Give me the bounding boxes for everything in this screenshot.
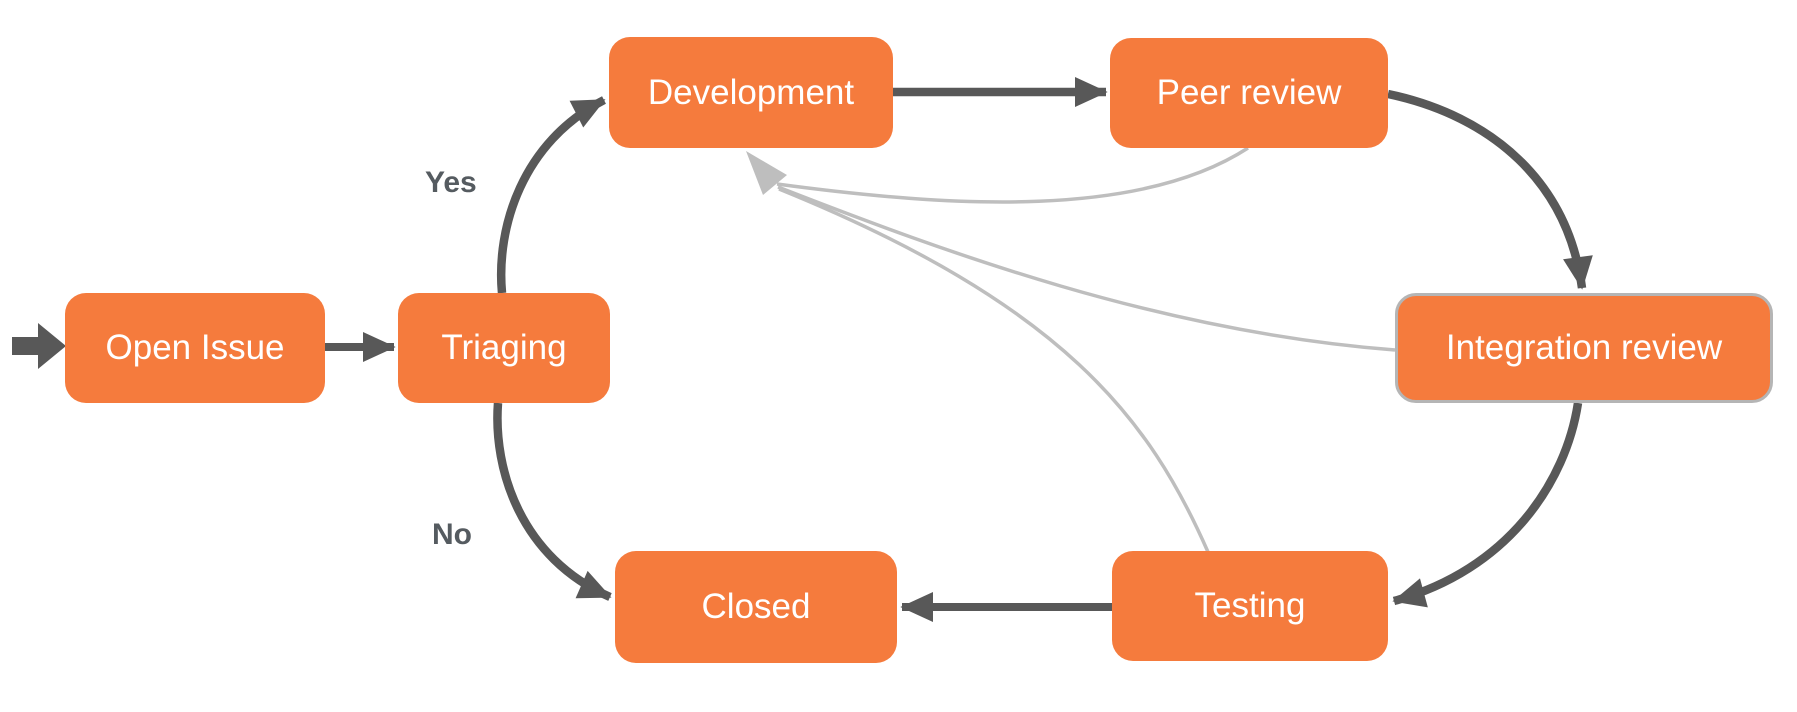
node-testing: Testing: [1112, 551, 1388, 661]
node-open-issue-label: Open Issue: [105, 328, 285, 367]
node-integration-review-label: Integration review: [1445, 328, 1723, 367]
node-integration-review: Integration review: [1395, 293, 1773, 403]
node-development-label: Development: [647, 72, 855, 112]
node-closed: Closed: [615, 551, 897, 663]
edge-triaging-to-closed-no: [493, 402, 612, 601]
node-peer-review: Peer review: [1110, 38, 1388, 148]
edge-label-no: No: [432, 518, 472, 551]
node-development: Development: [609, 37, 893, 148]
edge-integration-review-to-development-feedback: [777, 185, 1396, 352]
node-open-issue: Open Issue: [65, 293, 325, 403]
edge-label-yes: Yes: [425, 166, 477, 199]
feedback-arrowhead: [746, 151, 787, 195]
node-testing-label: Testing: [1194, 586, 1306, 625]
node-closed-label: Closed: [701, 587, 811, 626]
node-triaging-label: Triaging: [441, 328, 567, 367]
edge-peer-review-to-development-feedback: [776, 146, 1249, 204]
edge-integration-review-to-testing: [1392, 402, 1583, 608]
edge-peer-review-to-integration-review: [1387, 89, 1593, 290]
node-peer-review-label: Peer review: [1156, 73, 1342, 112]
edge-triaging-to-development-yes: [497, 96, 606, 294]
edge-start-to-open-issue: [12, 323, 66, 369]
node-triaging: Triaging: [398, 293, 610, 403]
edge-testing-to-development-feedback: [778, 187, 1210, 553]
